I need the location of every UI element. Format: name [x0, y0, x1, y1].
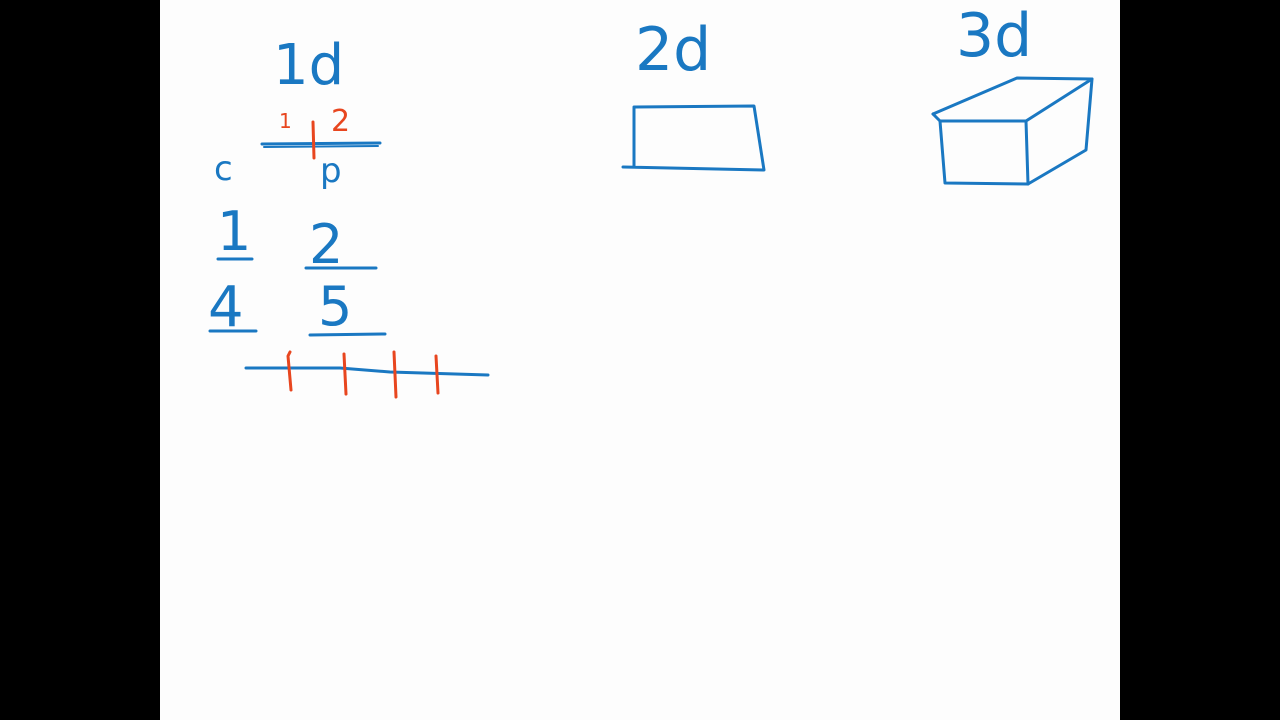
whiteboard: 1d 1 2 c p 1 4 2 5 — [160, 0, 1120, 720]
box-top-face — [931, 76, 1094, 123]
fraction-a-numerator: 1 — [217, 200, 251, 263]
number-line-tick — [392, 350, 398, 399]
one-d-line-double — [263, 145, 379, 148]
label-p: p — [320, 151, 342, 191]
label-3d: 3d — [956, 1, 1032, 71]
letterbox-left — [0, 0, 160, 720]
fraction-b-denominator: 5 — [318, 275, 352, 338]
label-2d: 2d — [635, 15, 711, 85]
number-line — [244, 366, 490, 377]
number-line-ticks — [286, 350, 440, 399]
box-front-face — [938, 119, 1030, 186]
box-side-face — [1026, 77, 1094, 186]
one-d-line — [260, 141, 382, 146]
fraction-b-underline — [308, 332, 387, 337]
number-line-tick — [286, 350, 293, 392]
three-d-box — [931, 76, 1094, 186]
fraction-a-denominator: 4 — [208, 275, 244, 340]
letterbox-right — [1120, 0, 1280, 720]
label-1d: 1d — [273, 33, 344, 98]
number-line-tick — [434, 354, 440, 395]
box-edge — [931, 112, 942, 123]
two-d-rectangle — [621, 104, 766, 172]
one-d-tick-mark — [311, 120, 316, 160]
whiteboard-drawing: 1d 1 2 c p 1 4 2 5 — [208, 1, 1094, 399]
tick-label-1: 1 — [279, 109, 292, 133]
label-c: c — [214, 149, 233, 189]
fraction-b-numerator: 2 — [309, 213, 343, 276]
tick-label-2: 2 — [331, 104, 350, 139]
number-line-tick — [342, 352, 348, 396]
